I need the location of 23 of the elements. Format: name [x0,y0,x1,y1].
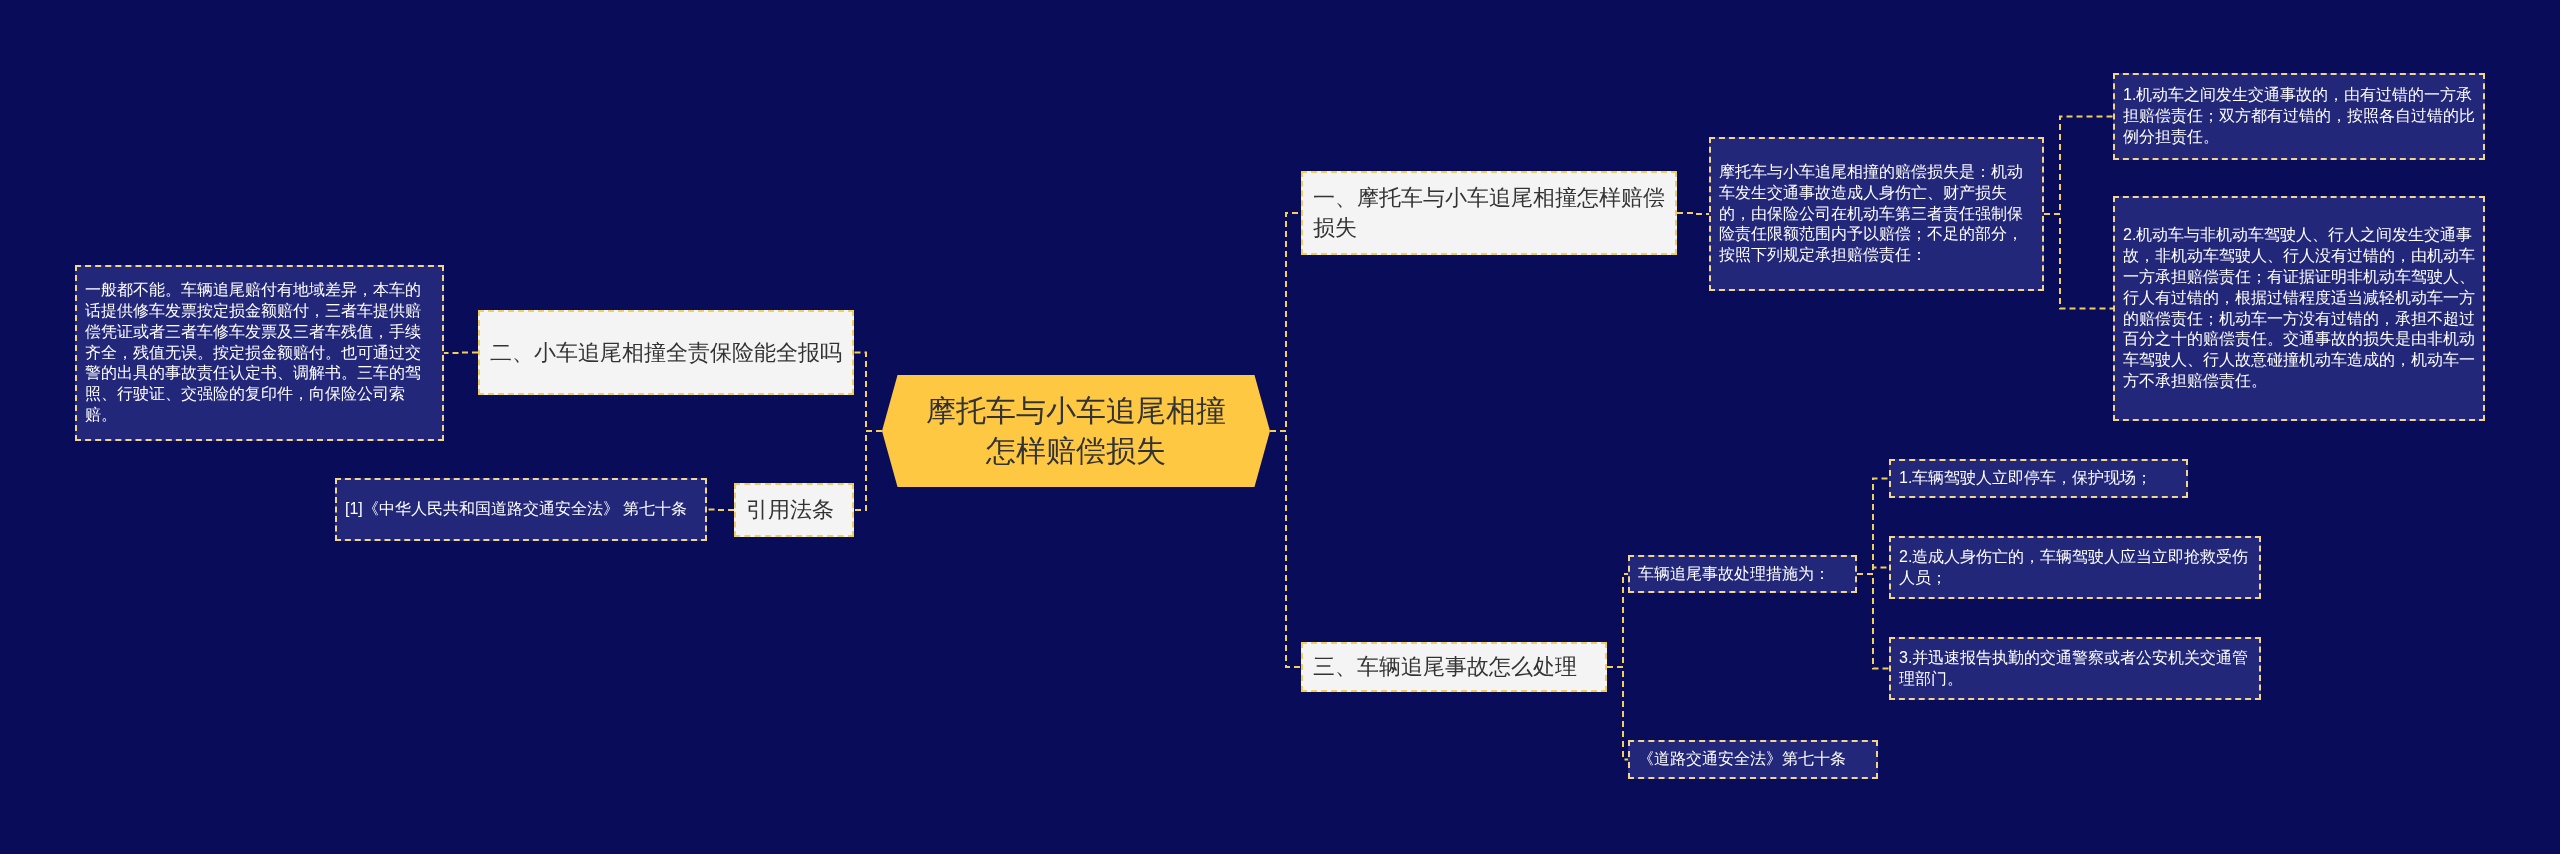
connector-line [1676,212,1710,215]
text-box: 《道路交通安全法》第七十条 [1628,740,1878,779]
text-box: 2.造成人身伤亡的，车辆驾驶人应当立即抢救受伤人员； [1889,536,2261,599]
topic-box: 二、小车追尾相撞全责保险能全报吗 [478,310,854,395]
connector-line [706,508,735,511]
text-box: 一般都不能。车辆追尾赔付有地域差异，本车的话提供修车发票按定损金额赔付，三者车提供赔偿凭证或者三者车修车发票及三者车残值，手续齐全，残值无误。按定损金额赔付。也可通过交警的出具的事故责任认定书、调解书。三车的驾照、行驶证、交强险的复印件，向保险公司索赔。 [75,265,444,441]
connector-line [1606,666,1629,761]
connector-line [2043,213,2114,310]
topic-box: 三、车辆追尾事故怎么处理 [1301,642,1607,692]
text-box: 摩托车与小车追尾相撞的赔偿损失是：机动车发生交通事故造成人身伤亡、财产损失的，由保险公司在机动车第三者责任强制保险责任限额范围内予以赔偿；不足的部分，按照下列规定承担赔偿责任： [1709,137,2044,291]
topic-box: 一、摩托车与小车追尾相撞怎样赔偿损失 [1301,171,1677,255]
text-box: 1.车辆驾驶人立即停车，保护现场； [1889,459,2188,498]
text-box: [1]《中华人民共和国道路交通安全法》 第七十条 [335,478,707,541]
central-topic: 摩托车与小车追尾相撞怎样赔偿损失 [882,375,1270,487]
topic-box: 引用法条 [734,483,854,537]
connector-line [853,430,883,511]
text-box: 车辆追尾事故处理措施为： [1628,555,1857,593]
connector-line [1269,430,1302,668]
text-box: 2.机动车与非机动车驾驶人、行人之间发生交通事故，非机动车驾驶人、行人没有过错的，由机动车一方承担赔偿责任；有证据证明非机动车驾驶人、行人有过错的，根据过错程度适当减轻机动车一方的赔偿责任；机动车一方没有过错的，承担不超过百分之十的赔偿责任。交通事故的损失是由非机动车驾驶人、行人故意碰撞机动车造成的，机动车一方不承担赔偿责任。 [2113,196,2485,421]
text-box: 3.并迅速报告执勤的交通警察或者公安机关交通管理部门。 [1889,637,2261,700]
connector-line [1856,573,1890,670]
text-box: 1.机动车之间发生交通事故的，由有过错的一方承担赔偿责任；双方都有过错的，按照各自过错的比例分担责任。 [2113,73,2485,160]
connector-line [443,351,479,354]
